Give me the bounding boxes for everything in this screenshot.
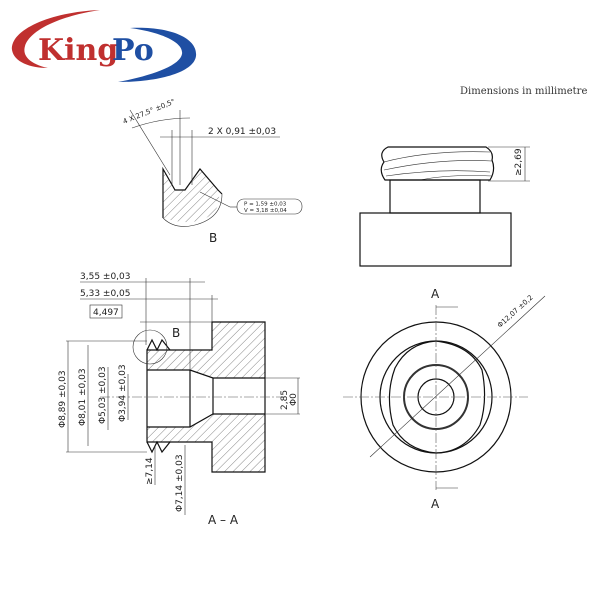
detail-b-view: 4 X 27,5° ±0,5° 2 X 0,91 ±0,03 P = 1,59 …: [122, 98, 303, 245]
base-outline: [359, 212, 512, 267]
basic-dimension-box: [89, 304, 123, 319]
height-label: ≥2,69: [514, 148, 524, 176]
units-note: Dimensions in millimetre: [460, 86, 587, 97]
detail-b-callout-circle: [132, 329, 168, 365]
dim-5-33: 5,33 ±0,05: [80, 289, 130, 299]
detail-break-line: [162, 193, 223, 227]
thread-head-outline: [380, 146, 495, 181]
outer-dia: Φ12,07 ±0,2: [496, 294, 535, 330]
thread-spec-box: [236, 198, 303, 215]
dia-3-94: Φ3,94 ±0,03: [118, 364, 128, 422]
section-mark-bottom: A: [431, 497, 440, 511]
front-view: A A Φ12,07 ±0,2: [343, 287, 546, 511]
min-len: ≥7,14: [145, 457, 155, 485]
dia-5-03: Φ5,03 ±0,03: [98, 366, 108, 424]
logo-text-right: Po: [112, 33, 154, 68]
neck-outline: [389, 179, 481, 214]
thread-teeth-bottom: [146, 440, 171, 454]
angle-arc: [131, 117, 191, 129]
section-mark-top: A: [431, 287, 440, 301]
logo-red-swoosh: [11, 10, 100, 68]
kingpo-logo: King Po: [11, 10, 197, 82]
thread-helix-lines: [383, 151, 493, 181]
outer-dia-dimension-line: [369, 295, 546, 458]
angle-label: 4 X 27,5° ±0,5°: [122, 98, 176, 126]
section-a-a: B 3,55 ±0,03 5,33 ±0,05 4,497 Φ8,89 ±0,0…: [58, 272, 300, 527]
angle-extension-line: [129, 109, 171, 176]
pitch-label: P = 1,59 ±0,03: [244, 202, 287, 208]
dia-7-14: Φ7,14 ±0,03: [175, 454, 185, 512]
section-title: A – A: [208, 513, 239, 527]
bore-dia-sub: Φ0: [289, 393, 299, 406]
dia-8-89: Φ8,89 ±0,03: [58, 370, 68, 428]
bore-dia: 2,85: [280, 390, 290, 410]
thread-hatching: [163, 169, 220, 223]
logo-blue-swoosh: [118, 27, 197, 82]
dia-8-01: Φ8,01 ±0,03: [78, 368, 88, 426]
leader-line: [199, 191, 231, 208]
thread-teeth-top: [146, 338, 171, 352]
width-label: 2 X 0,91 ±0,03: [208, 127, 276, 137]
detail-b-title: B: [209, 231, 217, 245]
dim-4-497: 4,497: [93, 308, 119, 318]
detail-ref: B: [172, 326, 180, 340]
side-view: ≥2,69: [359, 146, 530, 267]
dim-3-55: 3,55 ±0,03: [80, 272, 130, 282]
logo-text-left: King: [38, 33, 118, 68]
v-label: V = 3,18 ±0,04: [244, 208, 287, 214]
